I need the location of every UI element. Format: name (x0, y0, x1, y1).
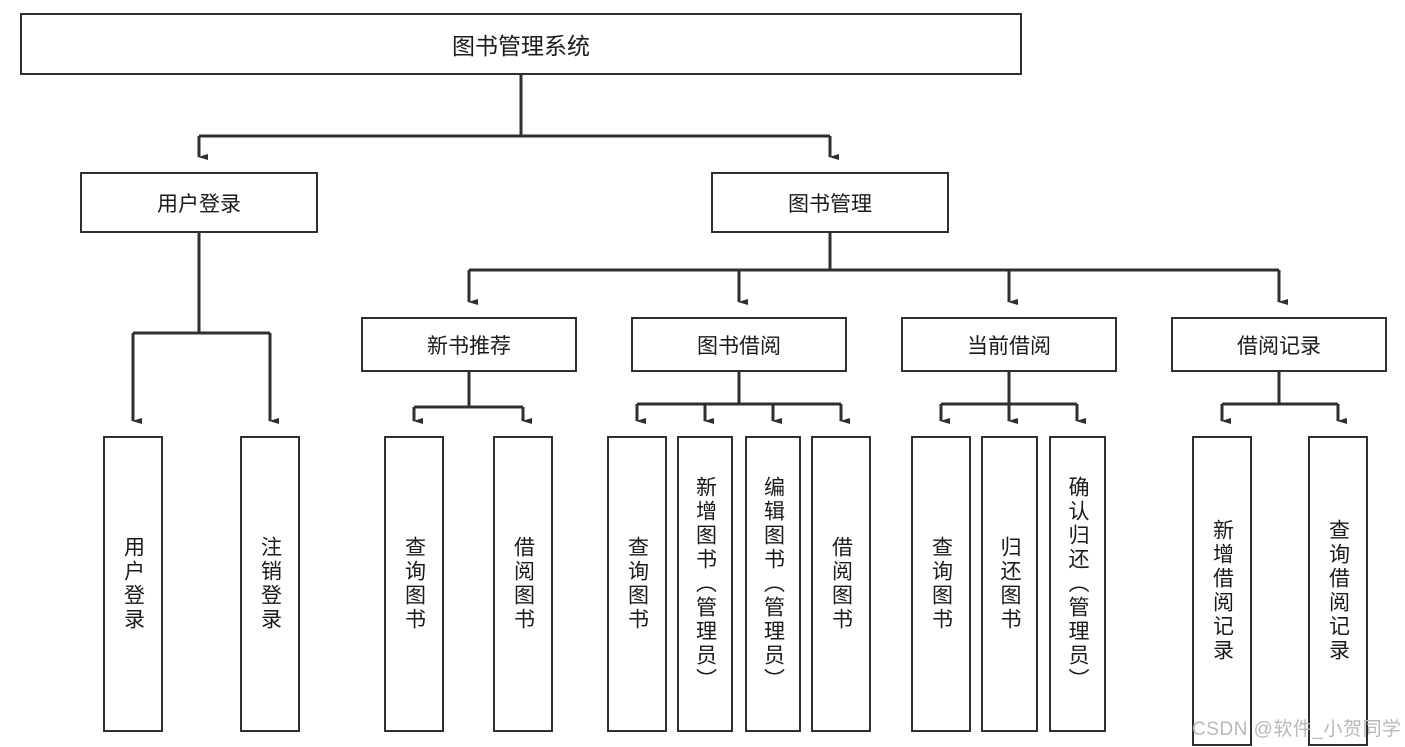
leaf-logout[interactable]: 注销登录 (240, 436, 300, 732)
leaf-bookborrow-query-book-label: 查询图书 (625, 536, 649, 632)
node-new-book-recommend-label: 新书推荐 (427, 334, 511, 358)
leaf-bookborrow-add-book-label: 新增图书（管理员） (693, 476, 717, 692)
node-user-login-label: 用户登录 (157, 192, 241, 216)
leaf-user-login[interactable]: 用户登录 (103, 436, 163, 732)
node-book-borrow[interactable]: 图书借阅 (631, 317, 847, 372)
leaf-borrowrecord-query-record[interactable]: 查询借阅记录 (1308, 436, 1368, 746)
leaf-logout-label: 注销登录 (258, 536, 282, 632)
node-user-login[interactable]: 用户登录 (80, 172, 318, 233)
node-current-borrow[interactable]: 当前借阅 (901, 317, 1117, 372)
node-book-manage[interactable]: 图书管理 (711, 172, 949, 233)
leaf-currentborrow-confirm-return[interactable]: 确认归还（管理员） (1049, 436, 1106, 732)
leaf-currentborrow-query-book[interactable]: 查询图书 (911, 436, 971, 732)
node-new-book-recommend[interactable]: 新书推荐 (361, 317, 577, 372)
leaf-borrowrecord-add-record-label: 新增借阅记录 (1210, 519, 1234, 663)
leaf-bookborrow-edit-book-label: 编辑图书（管理员） (761, 476, 785, 692)
leaf-newbook-borrow-book-label: 借阅图书 (511, 536, 535, 632)
leaf-bookborrow-borrow-book-label: 借阅图书 (829, 536, 853, 632)
node-borrow-record-label: 借阅记录 (1237, 334, 1321, 358)
node-book-manage-label: 图书管理 (788, 192, 872, 216)
leaf-currentborrow-confirm-return-label: 确认归还（管理员） (1066, 476, 1089, 692)
leaf-borrowrecord-query-record-label: 查询借阅记录 (1326, 519, 1350, 663)
node-borrow-record[interactable]: 借阅记录 (1171, 317, 1387, 372)
leaf-currentborrow-return-book[interactable]: 归还图书 (981, 436, 1038, 732)
leaf-bookborrow-borrow-book[interactable]: 借阅图书 (811, 436, 871, 732)
leaf-newbook-query-book[interactable]: 查询图书 (384, 436, 444, 732)
node-root-label: 图书管理系统 (452, 33, 590, 59)
leaf-borrowrecord-add-record[interactable]: 新增借阅记录 (1192, 436, 1252, 746)
leaf-newbook-borrow-book[interactable]: 借阅图书 (493, 436, 553, 732)
node-book-borrow-label: 图书借阅 (697, 334, 781, 358)
node-current-borrow-label: 当前借阅 (967, 334, 1051, 358)
watermark-text: CSDN @软件_小贺同学 (1192, 719, 1402, 740)
leaf-bookborrow-edit-book[interactable]: 编辑图书（管理员） (745, 436, 801, 732)
node-root[interactable]: 图书管理系统 (20, 13, 1022, 75)
leaf-bookborrow-query-book[interactable]: 查询图书 (607, 436, 667, 732)
leaf-currentborrow-return-book-label: 归还图书 (998, 536, 1021, 632)
leaf-bookborrow-add-book[interactable]: 新增图书（管理员） (677, 436, 733, 732)
leaf-currentborrow-query-book-label: 查询图书 (929, 536, 953, 632)
leaf-user-login-label: 用户登录 (121, 536, 145, 632)
leaf-newbook-query-book-label: 查询图书 (402, 536, 426, 632)
